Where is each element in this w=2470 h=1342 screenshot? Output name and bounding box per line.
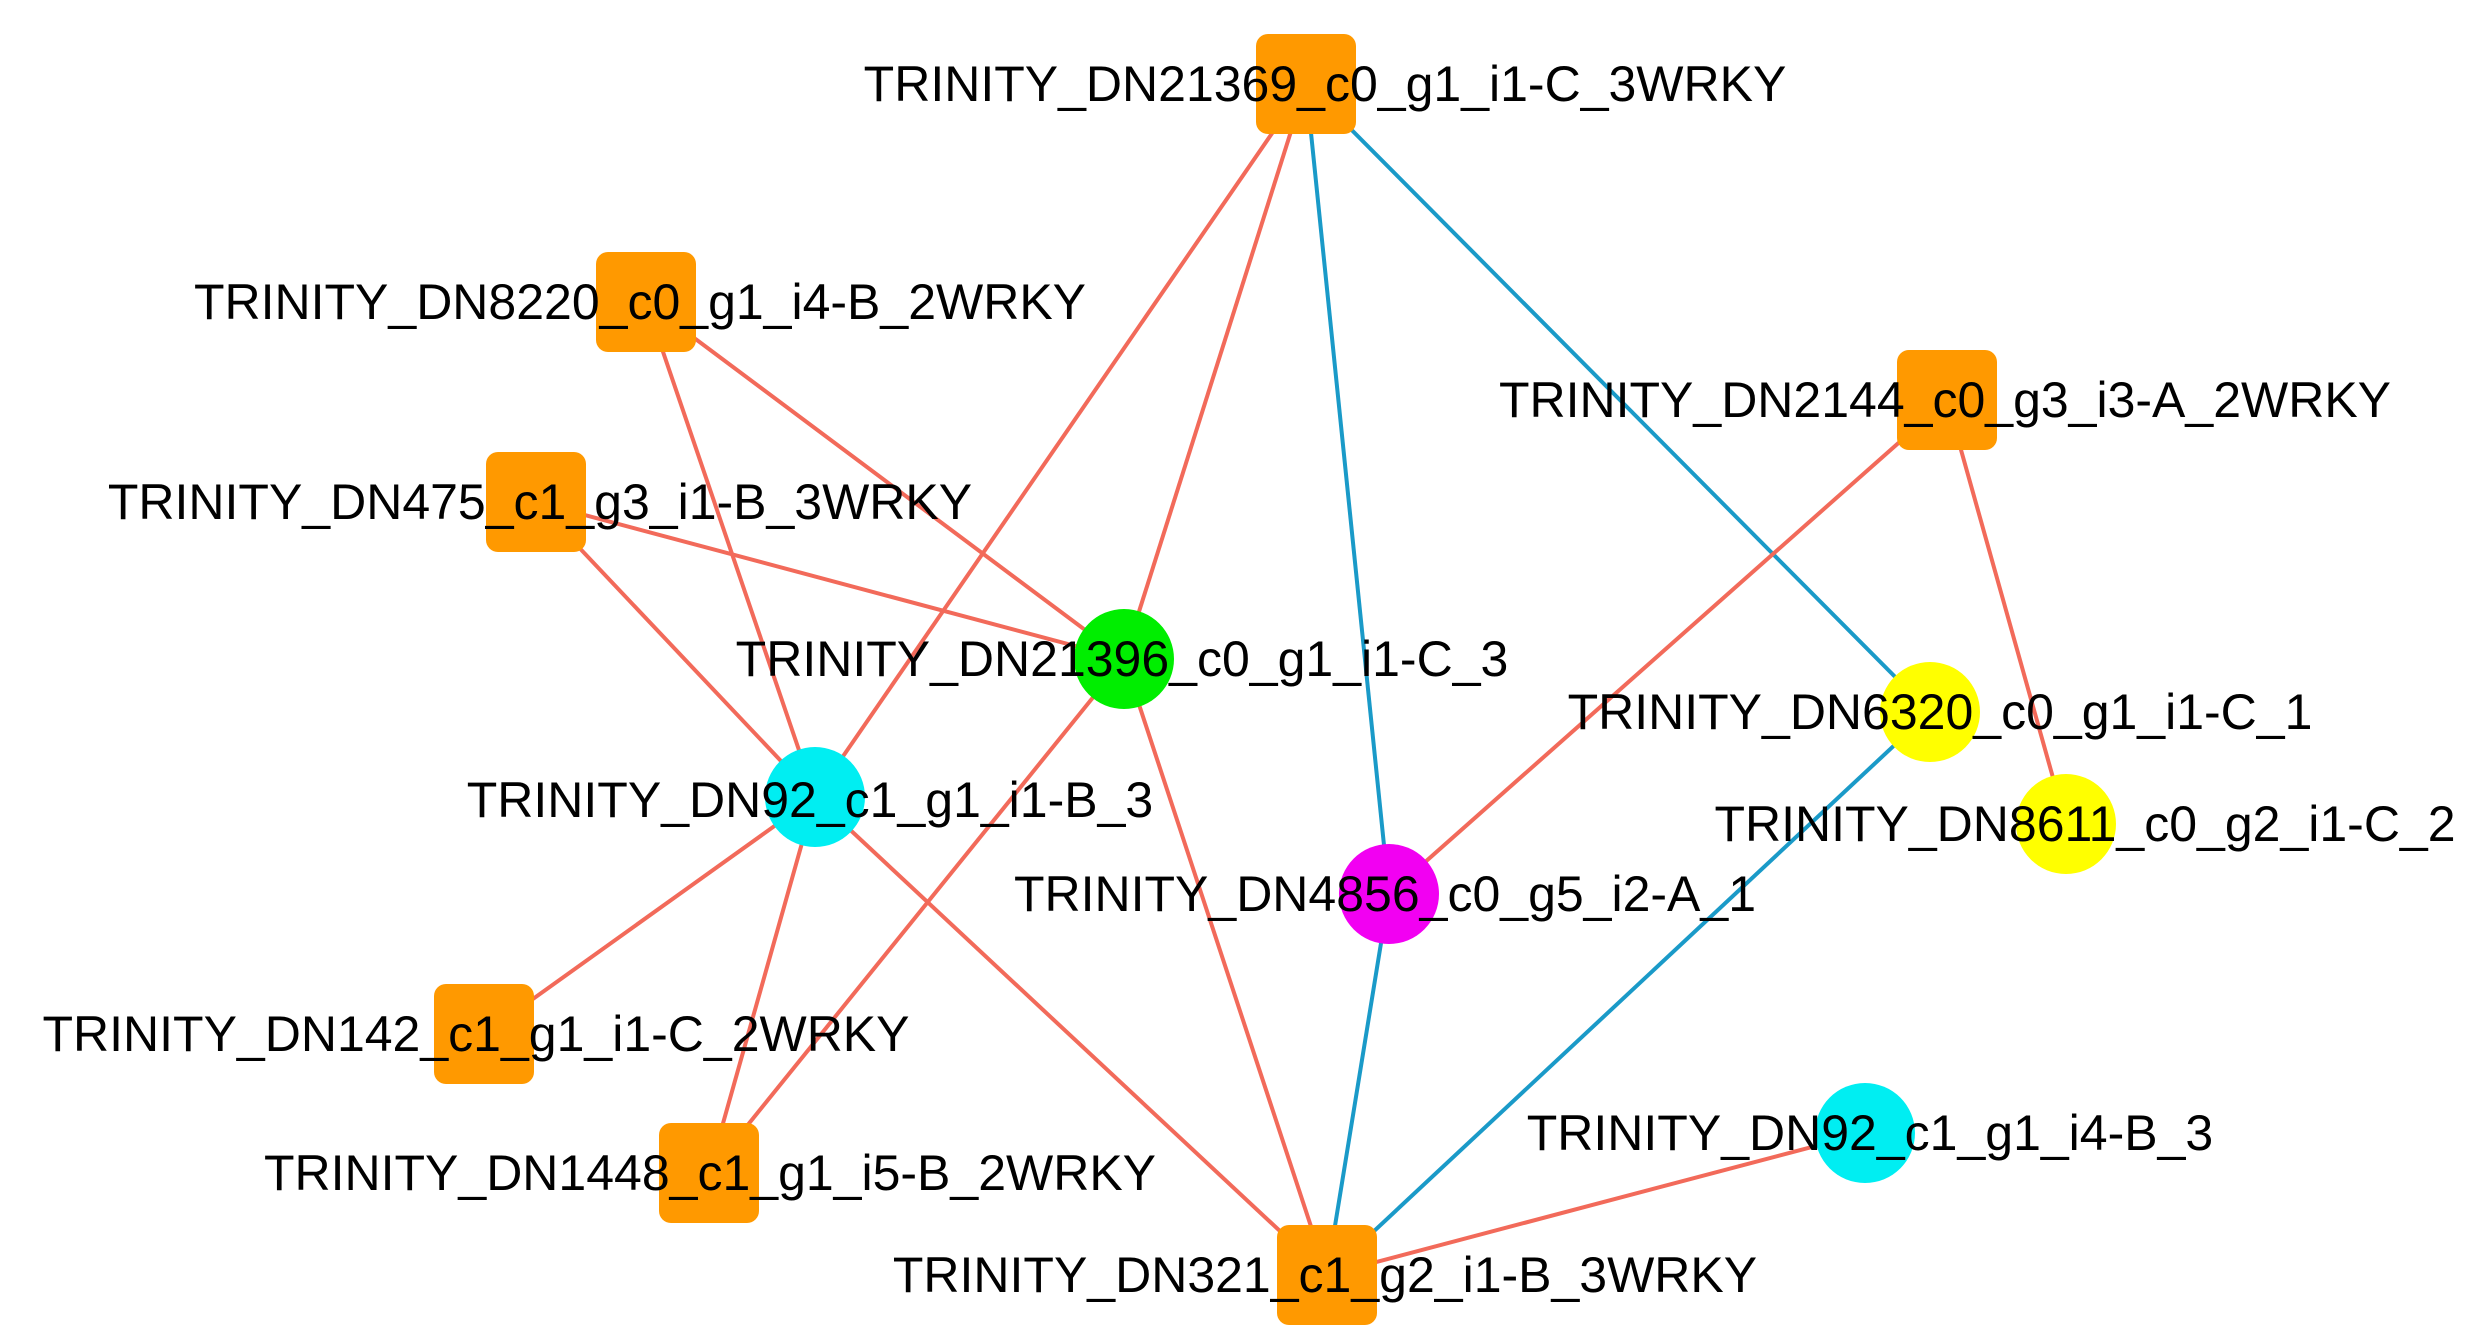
node-label-n21369: TRINITY_DN21369_c0_g1_i1-C_3WRKY [864, 56, 1787, 112]
edges-layer [482, 82, 2068, 1277]
node-n475-square[interactable] [486, 452, 586, 552]
edge-n21369-n4856 [1304, 83, 1391, 895]
labels-layer: TRINITY_DN21369_c0_g1_i1-C_3WRKY TRINITY_… [42, 56, 2455, 1303]
edge-n475-n92a [534, 500, 817, 799]
edge-n21369-n21396 [1122, 83, 1308, 660]
node-label-n4856: TRINITY_DN4856_c0_g5_i2-A_1 [1014, 866, 1756, 922]
node-n6320-circle[interactable] [1880, 662, 1980, 762]
node-label-n21396: TRINITY_DN21396_c0_g1_i1-C_3 [736, 631, 1509, 687]
node-label-n142: TRINITY_DN142_c1_g1_i1-C_2WRKY [42, 1006, 909, 1062]
node-n8611-circle[interactable] [2016, 774, 2116, 874]
node-n21369-square[interactable] [1256, 34, 1356, 134]
edge-n92a-n1448 [707, 796, 817, 1174]
edge-n92a-n142 [482, 795, 817, 1036]
edge-n2144-n4856 [1387, 398, 1949, 896]
node-n1448-square[interactable] [659, 1123, 759, 1223]
node-label-n2144: TRINITY_DN2144_c0_g3_i3-A_2WRKY [1499, 372, 2391, 428]
edge-n21396-n1448 [707, 657, 1126, 1175]
node-label-n8220: TRINITY_DN8220_c0_g1_i4-B_2WRKY [194, 274, 1086, 330]
edge-n8220-n21396 [644, 300, 1126, 661]
node-n142-square[interactable] [434, 984, 534, 1084]
edge-n4856-n321 [1325, 893, 1391, 1276]
node-n321-square[interactable] [1277, 1225, 1377, 1325]
edge-n92b-n321 [1326, 1131, 1866, 1277]
node-label-n6320: TRINITY_DN6320_c0_g1_i1-C_1 [1568, 684, 2313, 740]
node-n92b-circle[interactable] [1815, 1083, 1915, 1183]
edge-n21369-n92a [813, 82, 1308, 799]
node-n2144-square[interactable] [1897, 350, 1997, 450]
node-n8220-square[interactable] [596, 252, 696, 352]
edge-n8220-n92a [644, 301, 817, 798]
node-n4856-circle[interactable] [1339, 844, 1439, 944]
node-label-n1448: TRINITY_DN1448_c1_g1_i5-B_2WRKY [264, 1145, 1156, 1201]
node-label-n92a: TRINITY_DN92_c1_g1_i1-B_3 [467, 772, 1153, 828]
edge-n6320-n321 [1325, 710, 1932, 1277]
edge-n92a-n321 [813, 795, 1329, 1277]
edge-n21369-n6320 [1304, 82, 1932, 714]
node-n92a-circle[interactable] [765, 747, 865, 847]
node-label-n92b: TRINITY_DN92_c1_g1_i4-B_3 [1527, 1105, 2213, 1161]
node-label-n8611: TRINITY_DN8611_c0_g2_i1-C_2 [1714, 796, 2455, 852]
edge-n475-n21396 [535, 500, 1125, 661]
nodes-layer [434, 34, 2116, 1325]
node-label-n475: TRINITY_DN475_c1_g3_i1-B_3WRKY [108, 474, 972, 530]
node-n21396-circle[interactable] [1074, 609, 1174, 709]
node-label-n321: TRINITY_DN321_c1_g2_i1-B_3WRKY [893, 1247, 1757, 1303]
edge-n21396-n321 [1122, 658, 1329, 1276]
edge-n2144-n8611 [1945, 399, 2068, 825]
